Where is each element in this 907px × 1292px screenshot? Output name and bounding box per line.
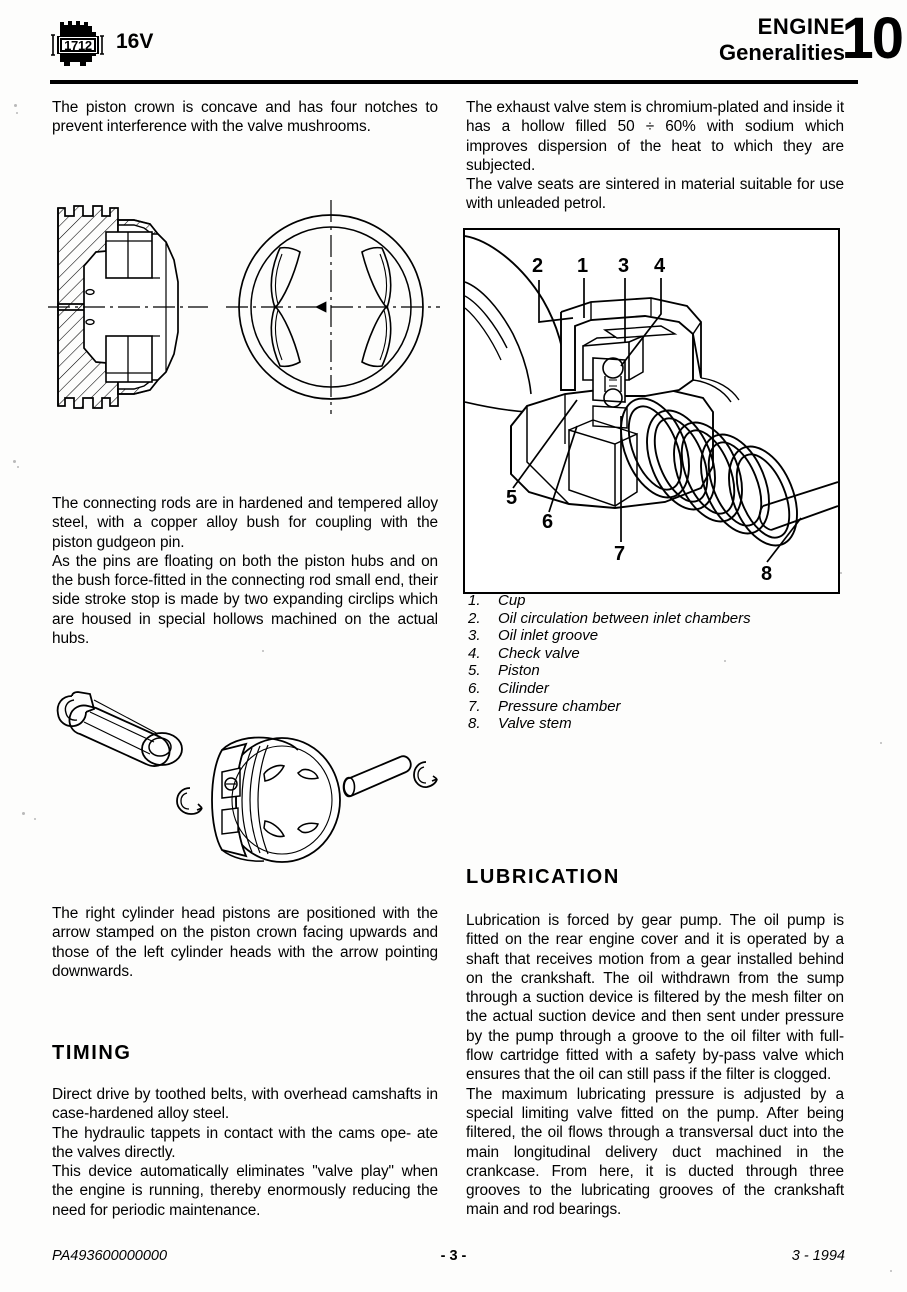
header-rule xyxy=(50,80,858,84)
legend-item: 3. Oil inlet groove xyxy=(466,627,844,645)
callout-2: 2 xyxy=(532,255,543,277)
legend-label: Cilinder xyxy=(498,679,549,697)
right-column-lubrication: LUBRICATION Lubrication is forced by gea… xyxy=(466,866,844,1220)
paragraph-piston-crown: The piston crown is concave and has four… xyxy=(52,99,438,136)
heading-timing: TIMING xyxy=(52,1042,132,1064)
scan-artifact xyxy=(34,818,36,820)
figure-conrod-piston-assembly xyxy=(50,660,440,872)
valve-count-label: 16V xyxy=(116,30,154,53)
scan-artifact xyxy=(840,572,842,574)
conrod-piston-pin-drawing xyxy=(56,691,438,863)
legend-item: 5. Piston xyxy=(466,662,844,680)
left-column-arrow-note: The right cylinder head pistons are posi… xyxy=(52,904,438,981)
legend-label: Cup xyxy=(498,592,526,609)
legend-item: 2. Oil circulation between inlet chamber… xyxy=(466,610,844,628)
paragraph-timing-drive: Direct drive by toothed belts, with over… xyxy=(52,1086,438,1123)
document-code: PA493600000000 xyxy=(52,1248,168,1264)
figure-piston-sections xyxy=(48,186,440,428)
page-header: 1712 16V ENGINE Generalities 10 xyxy=(0,0,907,86)
scan-artifact xyxy=(724,660,726,662)
legend-number: 3. xyxy=(468,627,481,645)
legend-label: Piston xyxy=(498,662,540,680)
paragraph-conrod-material: The connecting rods are in hardened and … xyxy=(52,495,438,551)
scan-artifact xyxy=(14,104,17,107)
engine-block-icon xyxy=(51,21,104,66)
scan-artifact xyxy=(880,742,882,744)
engine-displacement-logo: 1712 xyxy=(50,18,106,70)
legend-item: 6. Cilinder xyxy=(466,680,844,698)
legend-number: 6. xyxy=(468,679,481,697)
paragraph-valve-seats: The valve seats are sintered in material… xyxy=(466,176,844,213)
left-column: The piston crown is concave and has four… xyxy=(52,98,438,137)
chapter-number: 10 xyxy=(841,6,903,71)
legend-label: Oil inlet groove xyxy=(498,627,599,645)
page-number: - 3 - xyxy=(440,1248,467,1264)
legend-number: 7. xyxy=(468,697,481,715)
paragraph-conrod-circlips: As the pins are floating on both the pis… xyxy=(52,552,438,648)
paragraph-timing-tappets: The hydraulic tappets in contact with th… xyxy=(52,1124,438,1161)
callout-6: 6 xyxy=(542,511,553,533)
right-column: The exhaust valve stem is chromium-plate… xyxy=(466,98,844,214)
legend-number: 1. xyxy=(468,592,481,609)
scan-artifact xyxy=(22,812,25,815)
scan-artifact xyxy=(890,1270,892,1272)
legend-label: Check valve xyxy=(498,644,580,662)
heading-lubrication: LUBRICATION xyxy=(466,866,620,888)
callout-1: 1 xyxy=(577,255,588,277)
legend-item: 8. Valve stem xyxy=(466,715,844,733)
callout-5: 5 xyxy=(506,487,517,509)
callout-8: 8 xyxy=(761,563,772,585)
header-title-engine: ENGINE xyxy=(757,14,845,39)
legend-number: 2. xyxy=(468,609,481,627)
piston-section-drawing xyxy=(48,200,440,414)
paragraph-piston-arrow-orientation: The right cylinder head pistons are posi… xyxy=(52,905,438,980)
displacement-number: 1712 xyxy=(64,38,92,53)
paragraph-timing-valve-play: This device automatically eliminates "va… xyxy=(52,1163,438,1219)
legend-item: 1. Cup xyxy=(466,592,844,610)
figure-hydraulic-tappet: 2 1 3 4 5 6 7 8 xyxy=(463,228,840,594)
legend-number: 4. xyxy=(468,644,481,662)
legend-number: 8. xyxy=(468,715,481,733)
page-footer: PA493600000000 - 3 - 3 - 1994 xyxy=(0,1248,907,1278)
tappet-legend-list: 1. Cup 2. Oil circulation between inlet … xyxy=(466,592,844,733)
header-title-generalities: Generalities xyxy=(719,40,845,65)
scan-artifact xyxy=(262,650,264,652)
callout-7: 7 xyxy=(614,543,625,565)
paragraph-lubrication-circuit: Lubrication is forced by gear pump. The … xyxy=(466,912,844,1084)
scan-artifact xyxy=(13,460,16,463)
paragraph-lubrication-pressure: The maximum lubricating pressure is adju… xyxy=(466,1085,844,1219)
hydraulic-tappet-drawing: 2 1 3 4 5 6 7 8 xyxy=(465,235,838,585)
scan-artifact xyxy=(17,466,19,468)
left-column-conrod: The connecting rods are in hardened and … xyxy=(52,494,438,648)
callout-4: 4 xyxy=(654,255,666,277)
legend-label: Pressure chamber xyxy=(498,697,621,715)
legend-item: 7. Pressure chamber xyxy=(466,698,844,716)
header-title-group: ENGINE Generalities xyxy=(719,14,845,66)
scan-artifact xyxy=(16,112,18,114)
legend-label: Valve stem xyxy=(498,715,572,733)
revision-date: 3 - 1994 xyxy=(791,1248,845,1264)
callout-3: 3 xyxy=(618,255,629,277)
legend-number: 5. xyxy=(468,662,481,680)
legend-item: 4. Check valve xyxy=(466,645,844,663)
left-column-timing: TIMING Direct drive by toothed belts, wi… xyxy=(52,1042,438,1220)
paragraph-exhaust-valve-stem: The exhaust valve stem is chromium-plate… xyxy=(466,99,844,174)
legend-label: Oil circulation between inlet chambers xyxy=(498,609,751,627)
